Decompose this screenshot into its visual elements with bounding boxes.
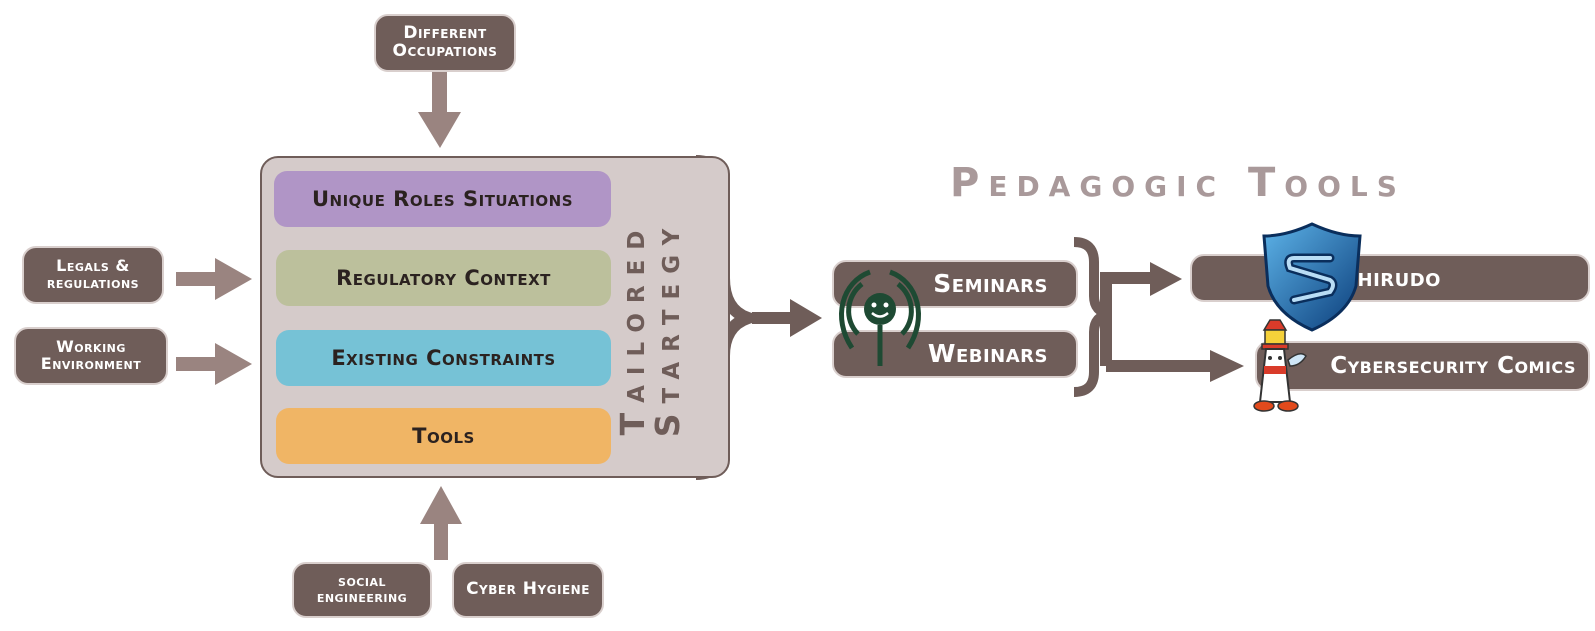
branch-line bbox=[1100, 272, 1210, 372]
occupations-box: Different Occupations bbox=[374, 14, 516, 72]
webinars-box: Webinars bbox=[832, 330, 1078, 378]
arrow-to-delivery bbox=[752, 299, 822, 337]
social-label: social engineering bbox=[316, 572, 408, 606]
layer-unique-roles: Unique Roles Situations bbox=[274, 171, 611, 227]
arrow-right-working bbox=[176, 343, 252, 385]
working-label: Working Environment bbox=[40, 337, 142, 373]
layer-tools-label: Tools bbox=[412, 424, 475, 448]
comics-label: Cybersecurity Comics bbox=[1330, 352, 1576, 379]
layer-regulatory-label: Regulatory Context bbox=[336, 266, 551, 290]
legals-box: Legals & regulations bbox=[22, 246, 164, 304]
comics-box: Cybersecurity Comics bbox=[1255, 341, 1590, 391]
layer-regulatory: Regulatory Context bbox=[276, 250, 611, 306]
arrow-to-comics bbox=[1210, 350, 1244, 382]
hygiene-label: Cyber Hygiene bbox=[466, 579, 590, 600]
layer-constraints: Existing Constraints bbox=[276, 330, 611, 386]
arrow-up-bottom bbox=[420, 486, 462, 560]
layer-constraints-label: Existing Constraints bbox=[331, 346, 556, 370]
working-box: Working Environment bbox=[14, 327, 168, 385]
pedagogic-heading: Pedagogic Tools bbox=[950, 160, 1406, 206]
layer-tools: Tools bbox=[276, 408, 611, 464]
arrow-right-legals bbox=[176, 258, 252, 300]
social-box: social engineering bbox=[292, 562, 432, 618]
webinars-label: Webinars bbox=[927, 338, 1048, 368]
arrow-down-occupations bbox=[418, 72, 461, 148]
occupations-label: Different Occupations bbox=[392, 23, 498, 61]
arrow-to-shirudo bbox=[1150, 262, 1182, 296]
layer-unique-roles-label: Unique Roles Situations bbox=[311, 187, 574, 211]
legals-label: Legals & regulations bbox=[46, 256, 140, 292]
hygiene-box: Cyber Hygiene bbox=[452, 562, 604, 618]
seminars-label: Seminars bbox=[933, 268, 1048, 298]
